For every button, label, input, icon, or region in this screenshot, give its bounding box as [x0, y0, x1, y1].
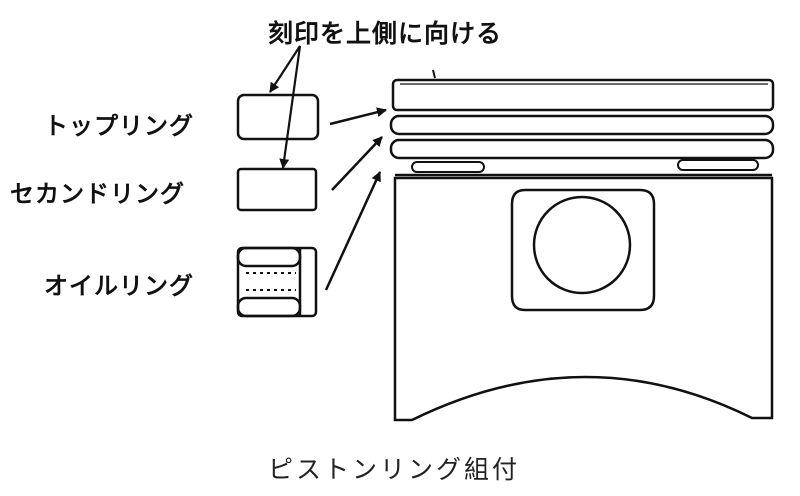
piston-top-ring [391, 78, 775, 112]
piston-oil-ring [389, 138, 775, 160]
piston-pin-boss [510, 188, 656, 312]
piston-second-ring [389, 114, 775, 136]
second-ring-section [236, 167, 318, 212]
top-ring-section [236, 93, 320, 141]
top-ring-label: トップリング [44, 112, 194, 140]
marking-note-label: 刻印を上側に向ける [268, 19, 503, 48]
figure-caption: ピストンリング組付 [268, 455, 521, 484]
piston-skirt [393, 176, 774, 422]
second-ring-label: セカンドリング [10, 180, 185, 208]
oil-ring-label: オイルリング [44, 272, 194, 300]
piston-pin-bore [532, 195, 632, 295]
groove-arrows [324, 107, 387, 291]
oil-ring-section [236, 246, 318, 318]
piston [389, 69, 775, 422]
marking-arrows [269, 45, 302, 169]
